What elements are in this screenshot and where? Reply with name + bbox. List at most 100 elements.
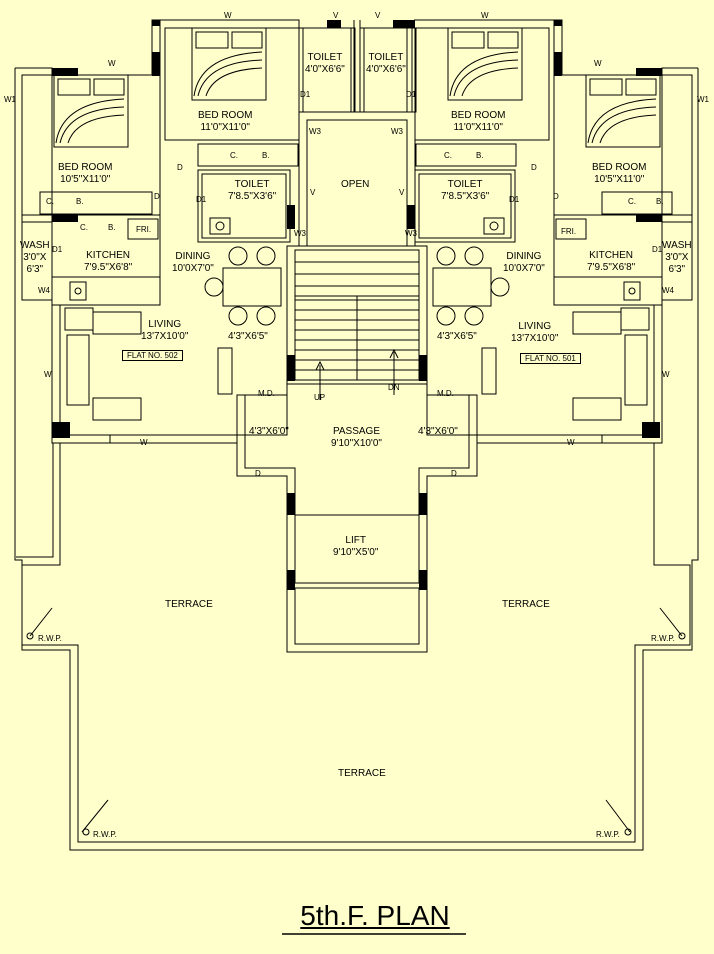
window-w4-mark: W4 xyxy=(662,286,674,295)
window-w1-mark: W1 xyxy=(4,95,16,104)
room-name: BED ROOM xyxy=(198,110,253,121)
main-door-mark: M.D. xyxy=(437,389,454,398)
cupboard-mark: C. xyxy=(628,197,636,206)
window-w3-mark: W3 xyxy=(309,127,321,136)
stair-steps xyxy=(295,261,419,371)
window-mark: W xyxy=(567,438,575,447)
room-dim: 6'3" xyxy=(26,264,44,275)
room-name: BED ROOM xyxy=(451,110,506,121)
room-dim: 9'10"X10'0" xyxy=(331,438,382,449)
room-dim: 4'0"X6'6" xyxy=(366,64,406,75)
door-d1-mark: D1 xyxy=(509,195,520,204)
room-name: BED ROOM xyxy=(592,162,647,173)
room-dim: 13'7X10'0" xyxy=(511,333,559,344)
dining-table-dim-right: 4'3"X6'5" xyxy=(437,331,477,342)
window-w1-mark: W1 xyxy=(697,95,709,104)
bed-furniture xyxy=(53,27,661,148)
fridge-mark: FRI. xyxy=(136,225,152,234)
room-dim: 10'5"X11'0" xyxy=(60,174,111,185)
stair-up-label: UP xyxy=(314,393,326,402)
terrace-label-left: TERRACE xyxy=(165,599,213,610)
window-mark: W xyxy=(662,370,670,379)
vent-mark: V xyxy=(333,11,339,20)
window-mark: W xyxy=(44,370,52,379)
flat-number-501: FLAT NO. 501 xyxy=(520,353,581,364)
room-name: KITCHEN xyxy=(589,250,634,261)
cupboard-mark: C. xyxy=(444,151,452,160)
window-mark: W xyxy=(481,11,489,20)
room-name: LIVING xyxy=(518,321,552,332)
cupboard-mark: C. xyxy=(80,223,88,232)
room-name: TOILET xyxy=(234,179,270,190)
terrace-outline-outer xyxy=(14,68,699,851)
dining-table-dim-left: 4'3"X6'5" xyxy=(228,331,268,342)
bed-mark: B. xyxy=(476,151,484,160)
window-w3-mark: W3 xyxy=(391,127,403,136)
room-dim: 10'0X7'0" xyxy=(503,263,545,274)
rwp-mark: R.W.P. xyxy=(93,830,117,839)
room-name: WASH xyxy=(20,240,50,251)
window-mark: W xyxy=(224,11,232,20)
terrace-label-right: TERRACE xyxy=(502,599,550,610)
room-name: TOILET xyxy=(447,179,483,190)
wall-columns xyxy=(52,20,662,590)
bed-mark: B. xyxy=(108,223,116,232)
flat-number-502: FLAT NO. 502 xyxy=(122,350,183,361)
lobby-dim-left: 4'3"X6'0" xyxy=(249,426,289,437)
room-name: KITCHEN xyxy=(86,250,131,261)
dn-arrow xyxy=(389,348,399,395)
door-d1-mark: D1 xyxy=(652,245,663,254)
lobby-dim-right: 4'3"X6'0" xyxy=(418,426,458,437)
room-dim: 4'0"X6'6" xyxy=(305,64,345,75)
door-mark: D xyxy=(451,469,457,478)
window-mark: W xyxy=(594,59,602,68)
open-label: OPEN xyxy=(341,179,370,190)
rwp-mark: R.W.P. xyxy=(651,634,675,643)
room-dim: 3'0"X xyxy=(665,252,689,263)
door-mark: D xyxy=(531,163,537,172)
vent-mark: V xyxy=(399,188,405,197)
door-mark: D xyxy=(154,192,160,201)
vent-mark: V xyxy=(310,188,316,197)
room-name: LIVING xyxy=(148,319,182,330)
door-mark: D xyxy=(553,192,559,201)
bed-mark: B. xyxy=(76,197,84,206)
vent-mark: V xyxy=(375,11,381,20)
room-name: WASH xyxy=(662,240,692,251)
room-dim: 11'0"X11'0" xyxy=(453,122,503,133)
room-name: DINING xyxy=(175,251,211,262)
cupboard-mark: C. xyxy=(230,151,238,160)
stair-down-label: DN xyxy=(388,383,400,392)
rwp-mark: R.W.P. xyxy=(596,830,620,839)
window-w3-mark: W3 xyxy=(405,229,417,238)
window-w4-mark: W4 xyxy=(38,286,50,295)
room-dim: 3'0"X xyxy=(23,252,47,263)
room-dim: 7'8.5"X3'6" xyxy=(228,191,277,202)
main-door-mark: M.D. xyxy=(258,389,275,398)
terrace-outline-inner xyxy=(16,443,54,558)
door-mark: D xyxy=(255,469,261,478)
bed-mark: B. xyxy=(656,197,664,206)
door-d1-mark: D1 xyxy=(406,90,417,99)
terrace-label-bottom: TERRACE xyxy=(338,768,386,779)
room-name: PASSAGE xyxy=(332,426,381,437)
cupboard-mark: C. xyxy=(46,197,54,206)
door-d1-mark: D1 xyxy=(196,195,207,204)
room-name: TOILET xyxy=(307,52,343,63)
room-dim: 10'5"X11'0" xyxy=(594,174,645,185)
bed-mark: B. xyxy=(262,151,270,160)
